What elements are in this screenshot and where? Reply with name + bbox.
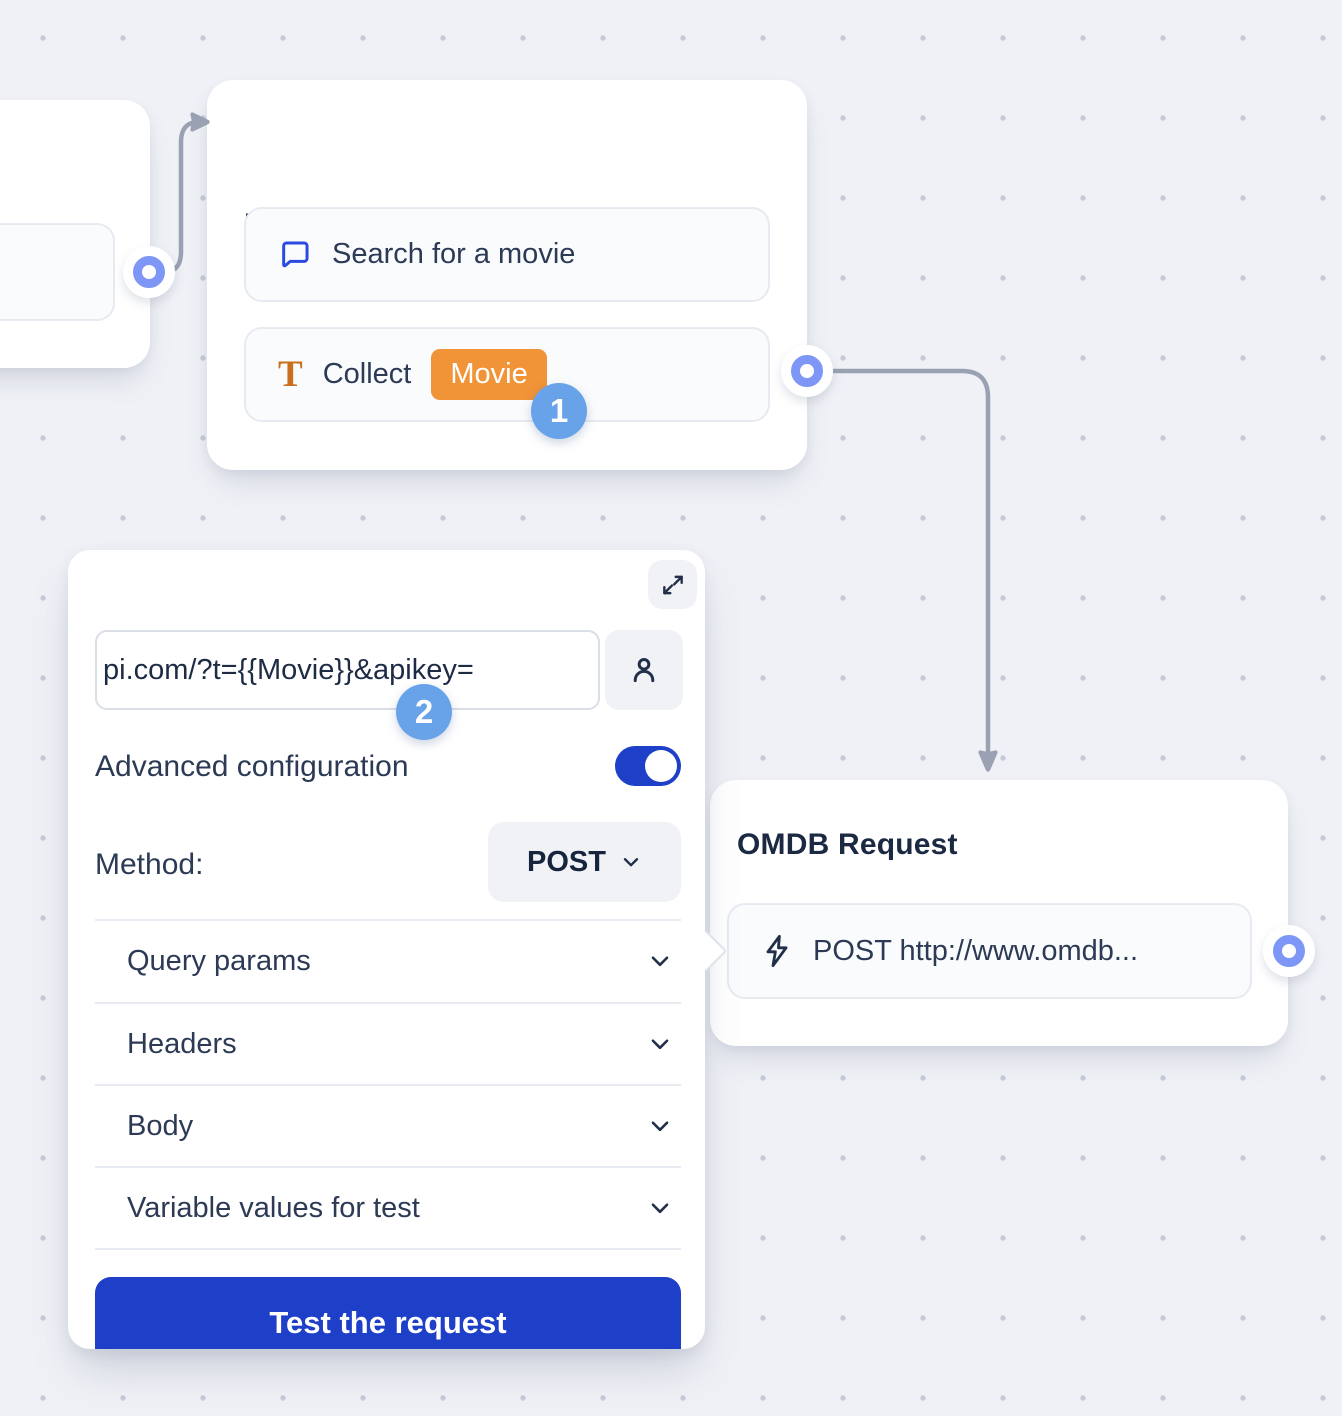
partial-node-row[interactable] — [0, 223, 115, 321]
section-label: Body — [127, 1109, 194, 1142]
method-dropdown[interactable]: POST — [488, 822, 681, 902]
row-label: POST http://www.omdb... — [813, 934, 1139, 967]
port-ring — [1273, 935, 1305, 967]
step-badge-2: 2 — [396, 684, 452, 740]
user-icon — [627, 653, 661, 687]
test-request-button[interactable]: Test the request — [95, 1277, 681, 1349]
row-collect-movie[interactable]: T Collect Movie — [244, 327, 770, 422]
text-input-icon: T — [278, 354, 303, 395]
connector-movie-search-to-omdb — [821, 368, 991, 757]
url-input[interactable]: pi.com/?t={{Movie}}&apikey= — [95, 630, 600, 710]
row-label: Search for a movie — [332, 238, 576, 270]
chevron-down-icon — [647, 1113, 673, 1139]
row-webhook-post[interactable]: POST http://www.omdb... — [727, 903, 1252, 999]
variable-badge-movie[interactable]: Movie — [431, 348, 547, 401]
step-badge-1: 1 — [531, 383, 587, 439]
arrowhead-right-icon — [190, 112, 210, 132]
section-body[interactable]: Body — [95, 1086, 681, 1166]
expand-button[interactable] — [648, 560, 697, 609]
output-port-left-node[interactable] — [123, 246, 175, 298]
row-label: Collect — [322, 358, 412, 390]
chat-bubble-icon — [278, 238, 312, 272]
chevron-down-icon — [620, 851, 642, 873]
node-movie-search[interactable]: Movie search Search for a movie T Collec… — [207, 80, 807, 470]
port-ring — [791, 355, 823, 387]
port-ring — [133, 256, 165, 288]
webhook-config-panel: pi.com/?t={{Movie}}&apikey= Advanced con… — [68, 550, 705, 1349]
chevron-down-icon — [647, 1031, 673, 1057]
row-question-search-for-a-movie[interactable]: Search for a movie — [244, 207, 770, 302]
output-port-omdb-request[interactable] — [1263, 925, 1315, 977]
method-value: POST — [527, 845, 606, 878]
divider — [95, 919, 681, 921]
section-variable-values[interactable]: Variable values for test — [95, 1168, 681, 1248]
chevron-down-icon — [647, 948, 673, 974]
divider — [95, 1084, 681, 1086]
advanced-configuration-label: Advanced configuration — [95, 750, 409, 783]
chevron-down-icon — [647, 1195, 673, 1221]
section-label: Query params — [127, 944, 311, 977]
section-label: Headers — [127, 1027, 237, 1060]
url-input-value: pi.com/?t={{Movie}}&apikey= — [103, 653, 474, 686]
insert-variable-button[interactable] — [605, 630, 683, 710]
toggle-knob — [645, 750, 677, 782]
advanced-configuration-toggle[interactable] — [615, 746, 681, 786]
output-port-movie-search[interactable] — [781, 345, 833, 397]
divider — [95, 1248, 681, 1250]
section-query-params[interactable]: Query params — [95, 921, 681, 1001]
section-label: Variable values for test — [127, 1191, 420, 1224]
divider — [95, 1002, 681, 1004]
arrowhead-down-icon — [978, 750, 998, 772]
node-omdb-request[interactable]: OMDB Request POST http://www.omdb... — [710, 780, 1288, 1046]
node-title: OMDB Request — [737, 828, 958, 861]
lightning-icon — [761, 933, 793, 969]
expand-icon — [660, 572, 686, 598]
divider — [95, 1166, 681, 1168]
method-label: Method: — [95, 848, 204, 881]
partial-node-card[interactable] — [0, 100, 150, 368]
section-headers[interactable]: Headers — [95, 1004, 681, 1084]
